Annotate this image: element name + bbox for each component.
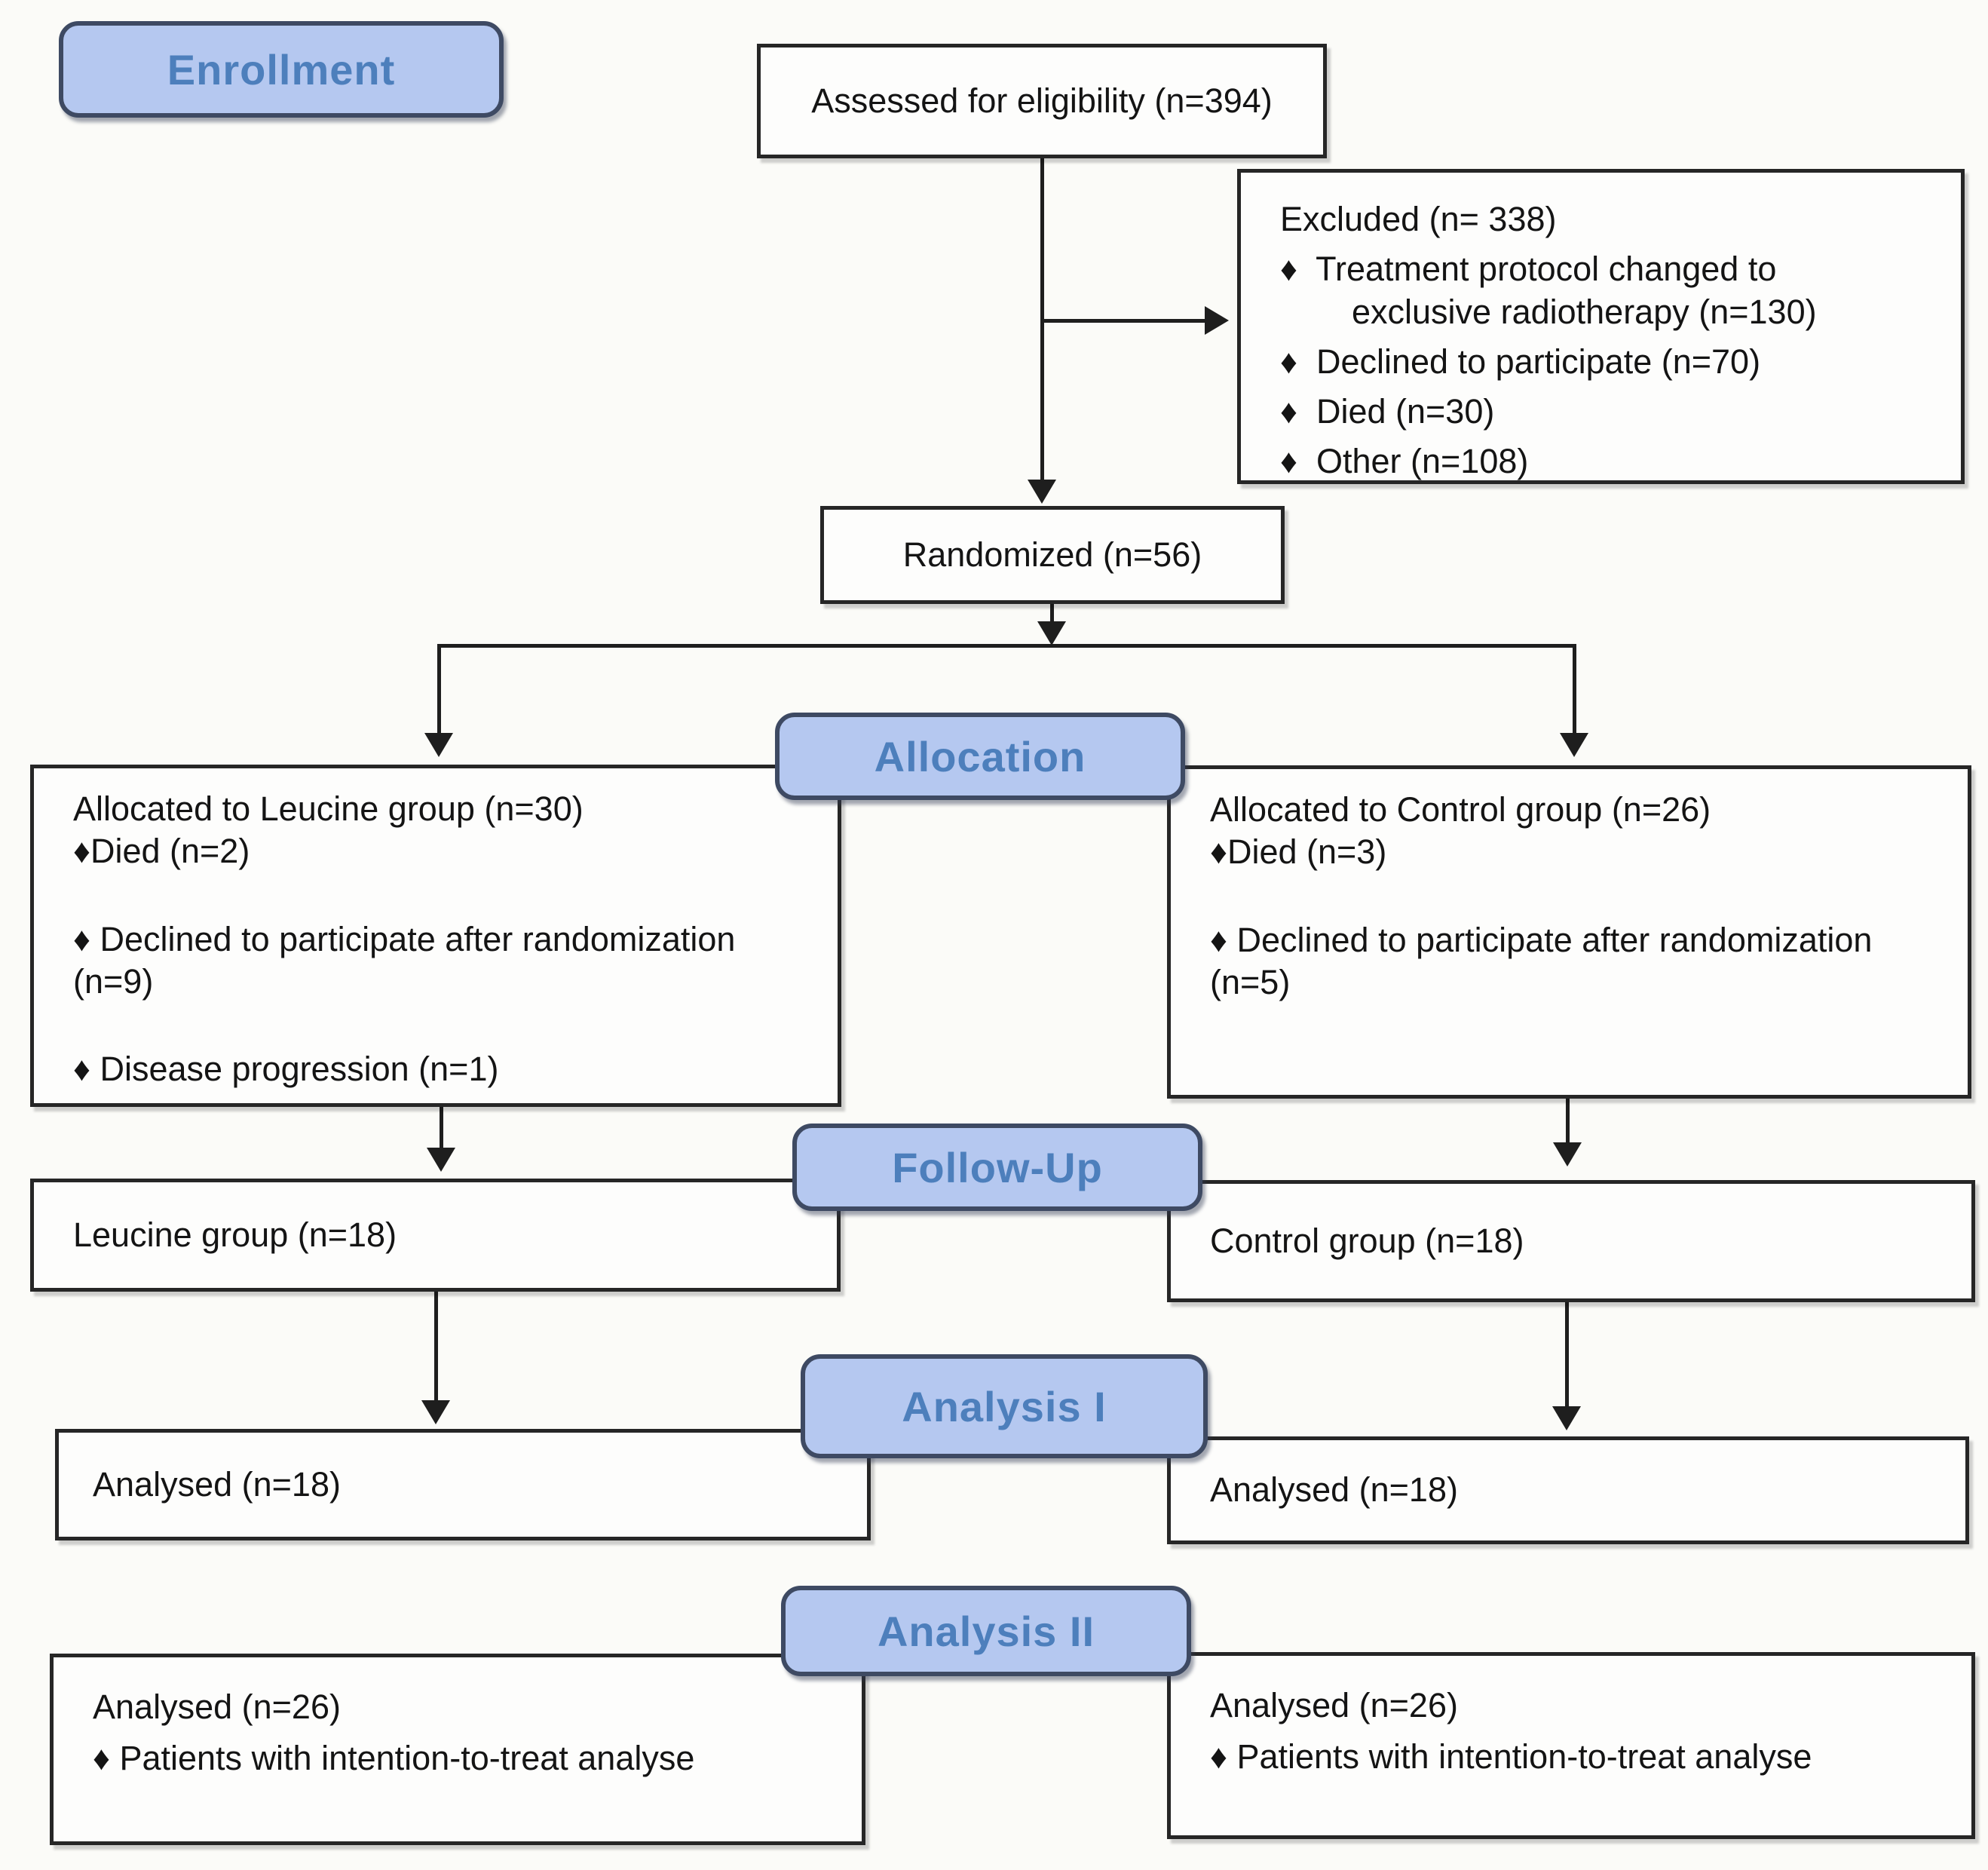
analysis1-leucine-box: Analysed (n=18) bbox=[55, 1429, 871, 1540]
analysis2-control-title: Analysed (n=26) bbox=[1210, 1686, 1458, 1724]
arrowhead-down-icon bbox=[427, 1148, 455, 1172]
connector-to-excluded bbox=[1042, 319, 1206, 323]
connector-split-to-leucine bbox=[437, 644, 441, 734]
analysis2-stage-badge: Analysis II bbox=[781, 1586, 1191, 1676]
arrowhead-down-icon bbox=[421, 1400, 450, 1424]
arrowhead-down-icon bbox=[1553, 1142, 1582, 1166]
arrowhead-right-icon bbox=[1205, 306, 1229, 335]
excluded-item: ♦ Died (n=30) bbox=[1280, 392, 1495, 431]
allocation-control-item: ♦Died (n=3) bbox=[1210, 832, 1387, 872]
assessed-eligibility-box: Assessed for eligibility (n=394) bbox=[757, 44, 1327, 158]
allocation-control-title: Allocated to Control group (n=26) bbox=[1210, 790, 1711, 829]
connector-split-to-control bbox=[1573, 644, 1576, 734]
allocation-leucine-item: ♦ Disease progression (n=1) bbox=[73, 1050, 499, 1088]
arrowhead-down-icon bbox=[1037, 621, 1066, 645]
followup-stage-badge: Follow-Up bbox=[792, 1124, 1202, 1211]
analysis2-leucine-item: ♦ Patients with intention-to-treat analy… bbox=[93, 1739, 695, 1778]
excluded-item: ♦ Declined to participate (n=70) bbox=[1280, 342, 1761, 381]
randomized-box: Randomized (n=56) bbox=[820, 506, 1285, 604]
followup-leucine-box: Leucine group (n=18) bbox=[30, 1179, 841, 1292]
connector-leucine-followup-to-analysis1 bbox=[434, 1292, 438, 1402]
arrowhead-down-icon bbox=[1552, 1406, 1581, 1430]
analysis1-control-box: Analysed (n=18) bbox=[1167, 1436, 1969, 1544]
arrowhead-down-icon bbox=[424, 733, 453, 757]
enrollment-stage-badge: Enrollment bbox=[59, 21, 504, 118]
analysis1-stage-badge: Analysis I bbox=[801, 1354, 1208, 1458]
excluded-item: ♦ Other (n=108) bbox=[1280, 442, 1529, 481]
excluded-item: ♦ Treatment protocol changed to exclusiv… bbox=[1280, 250, 1817, 331]
connector-randomized-to-split bbox=[1050, 604, 1054, 625]
arrowhead-down-icon bbox=[1028, 480, 1056, 504]
connector-leucine-to-followup bbox=[440, 1107, 443, 1149]
excluded-box: Excluded (n= 338) ♦ Treatment protocol c… bbox=[1237, 169, 1965, 484]
connector-control-to-followup bbox=[1566, 1099, 1570, 1144]
analysis2-control-item: ♦ Patients with intention-to-treat analy… bbox=[1210, 1737, 1812, 1776]
connector-split-line bbox=[439, 644, 1574, 648]
analysis2-control-box: Analysed (n=26) ♦ Patients with intentio… bbox=[1167, 1652, 1975, 1839]
allocation-control-item: ♦ Declined to participate after randomiz… bbox=[1210, 920, 1882, 1001]
analysis2-leucine-title: Analysed (n=26) bbox=[93, 1688, 341, 1726]
allocation-leucine-item: ♦ Declined to participate after randomiz… bbox=[73, 919, 745, 1001]
analysis2-leucine-box: Analysed (n=26) ♦ Patients with intentio… bbox=[50, 1654, 865, 1845]
allocation-leucine-box: Allocated to Leucine group (n=30) ♦Died … bbox=[30, 765, 841, 1107]
allocation-stage-badge: Allocation bbox=[775, 713, 1185, 800]
connector-control-followup-to-analysis1 bbox=[1565, 1302, 1569, 1408]
followup-control-box: Control group (n=18) bbox=[1167, 1180, 1975, 1302]
allocation-leucine-title: Allocated to Leucine group (n=30) bbox=[73, 789, 584, 828]
arrowhead-down-icon bbox=[1560, 733, 1588, 757]
excluded-title: Excluded (n= 338) bbox=[1280, 200, 1557, 238]
allocation-leucine-item: ♦Died (n=2) bbox=[73, 832, 250, 871]
allocation-control-box: Allocated to Control group (n=26) ♦Died … bbox=[1167, 765, 1971, 1099]
